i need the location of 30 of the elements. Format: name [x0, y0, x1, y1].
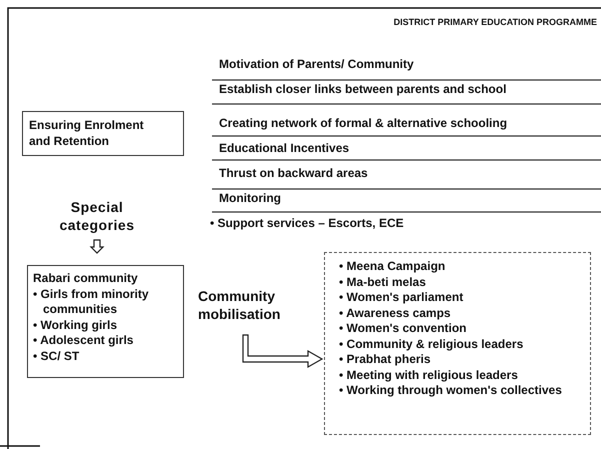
text-box [324, 252, 591, 435]
box-text: Ensuring Enrolment and Retention [29, 118, 145, 150]
text-box [22, 111, 184, 156]
block-arrow [90, 239, 104, 254]
list-item: • Women's convention [339, 321, 468, 336]
list-item: • Working girls [33, 318, 118, 333]
list-item: • Awareness camps [339, 306, 452, 321]
list-item: • Working through women's collectives [339, 383, 563, 398]
list-item: • Women's parliament [339, 290, 464, 306]
list-item: Creating network of formal & alternative schooling [219, 116, 508, 130]
list-item: Establish closer links between parents and school [219, 82, 506, 96]
page-title: DISTRICT PRIMARY EDUCATION PROGRAMME [394, 17, 597, 27]
list-item: • Adolescent girls [33, 333, 134, 348]
list-item: Thrust on backward areas [219, 166, 368, 180]
list-item: • Girls from minority communities [33, 286, 150, 318]
list-item: • Ma-beti melas [339, 274, 427, 290]
list-item: Motivation of Parents/ Community [219, 57, 414, 71]
list-item: Monitoring [219, 191, 281, 205]
block-arrow [242, 334, 324, 368]
list-item: • Meeting with religious leaders [339, 368, 519, 383]
heading-text: Community mobilisation [198, 287, 302, 327]
list-item: • Meena Campaign [339, 259, 446, 274]
list-heading: Rabari community [33, 271, 139, 286]
list-item: • Community & religious leaders [339, 336, 524, 352]
heading-text: Special categories [45, 198, 149, 236]
list-item: • SC/ ST [33, 348, 80, 364]
bullet-item: • Support services – Escorts, ECE [210, 216, 404, 230]
list-item: • Prabhat pheris [339, 352, 432, 368]
list-item: Educational Incentives [219, 141, 350, 155]
text-box [27, 265, 184, 378]
